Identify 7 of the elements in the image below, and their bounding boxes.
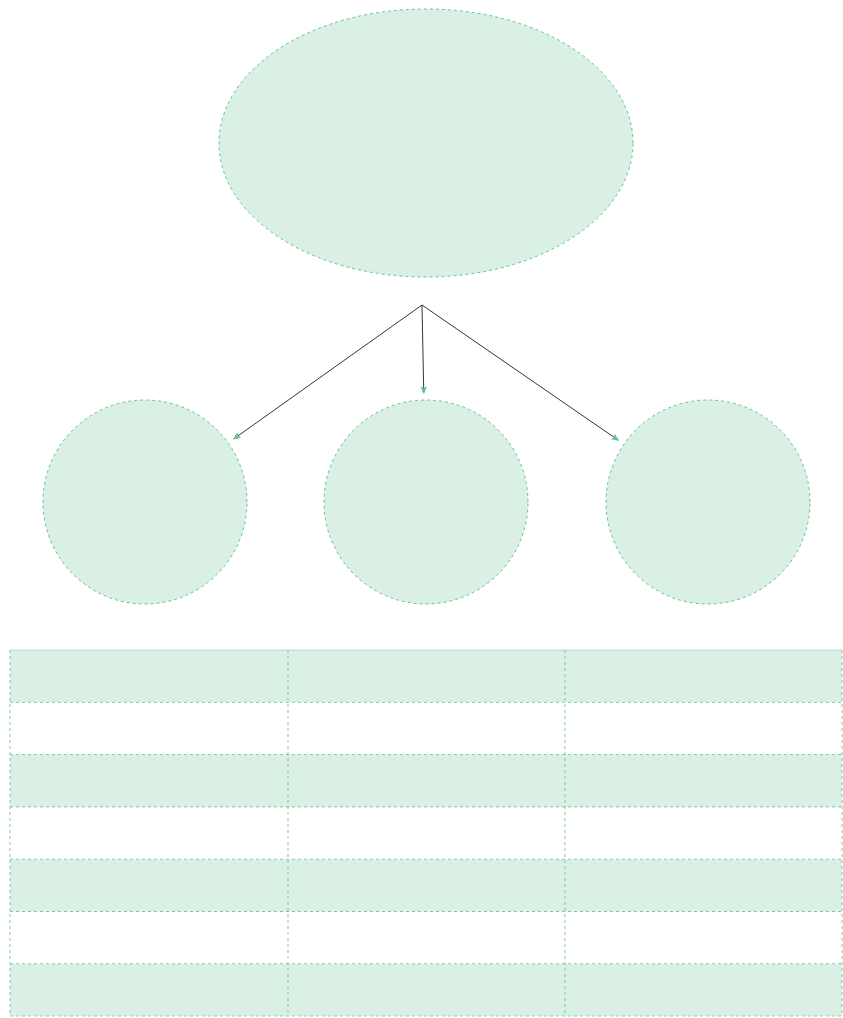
circle-shape (605, 399, 811, 605)
ellipse-shape (218, 8, 634, 278)
arrow (420, 304, 427, 394)
circle-shape (323, 399, 529, 605)
arrow (233, 304, 423, 440)
circle-shape (42, 399, 248, 605)
arrow (421, 304, 619, 441)
